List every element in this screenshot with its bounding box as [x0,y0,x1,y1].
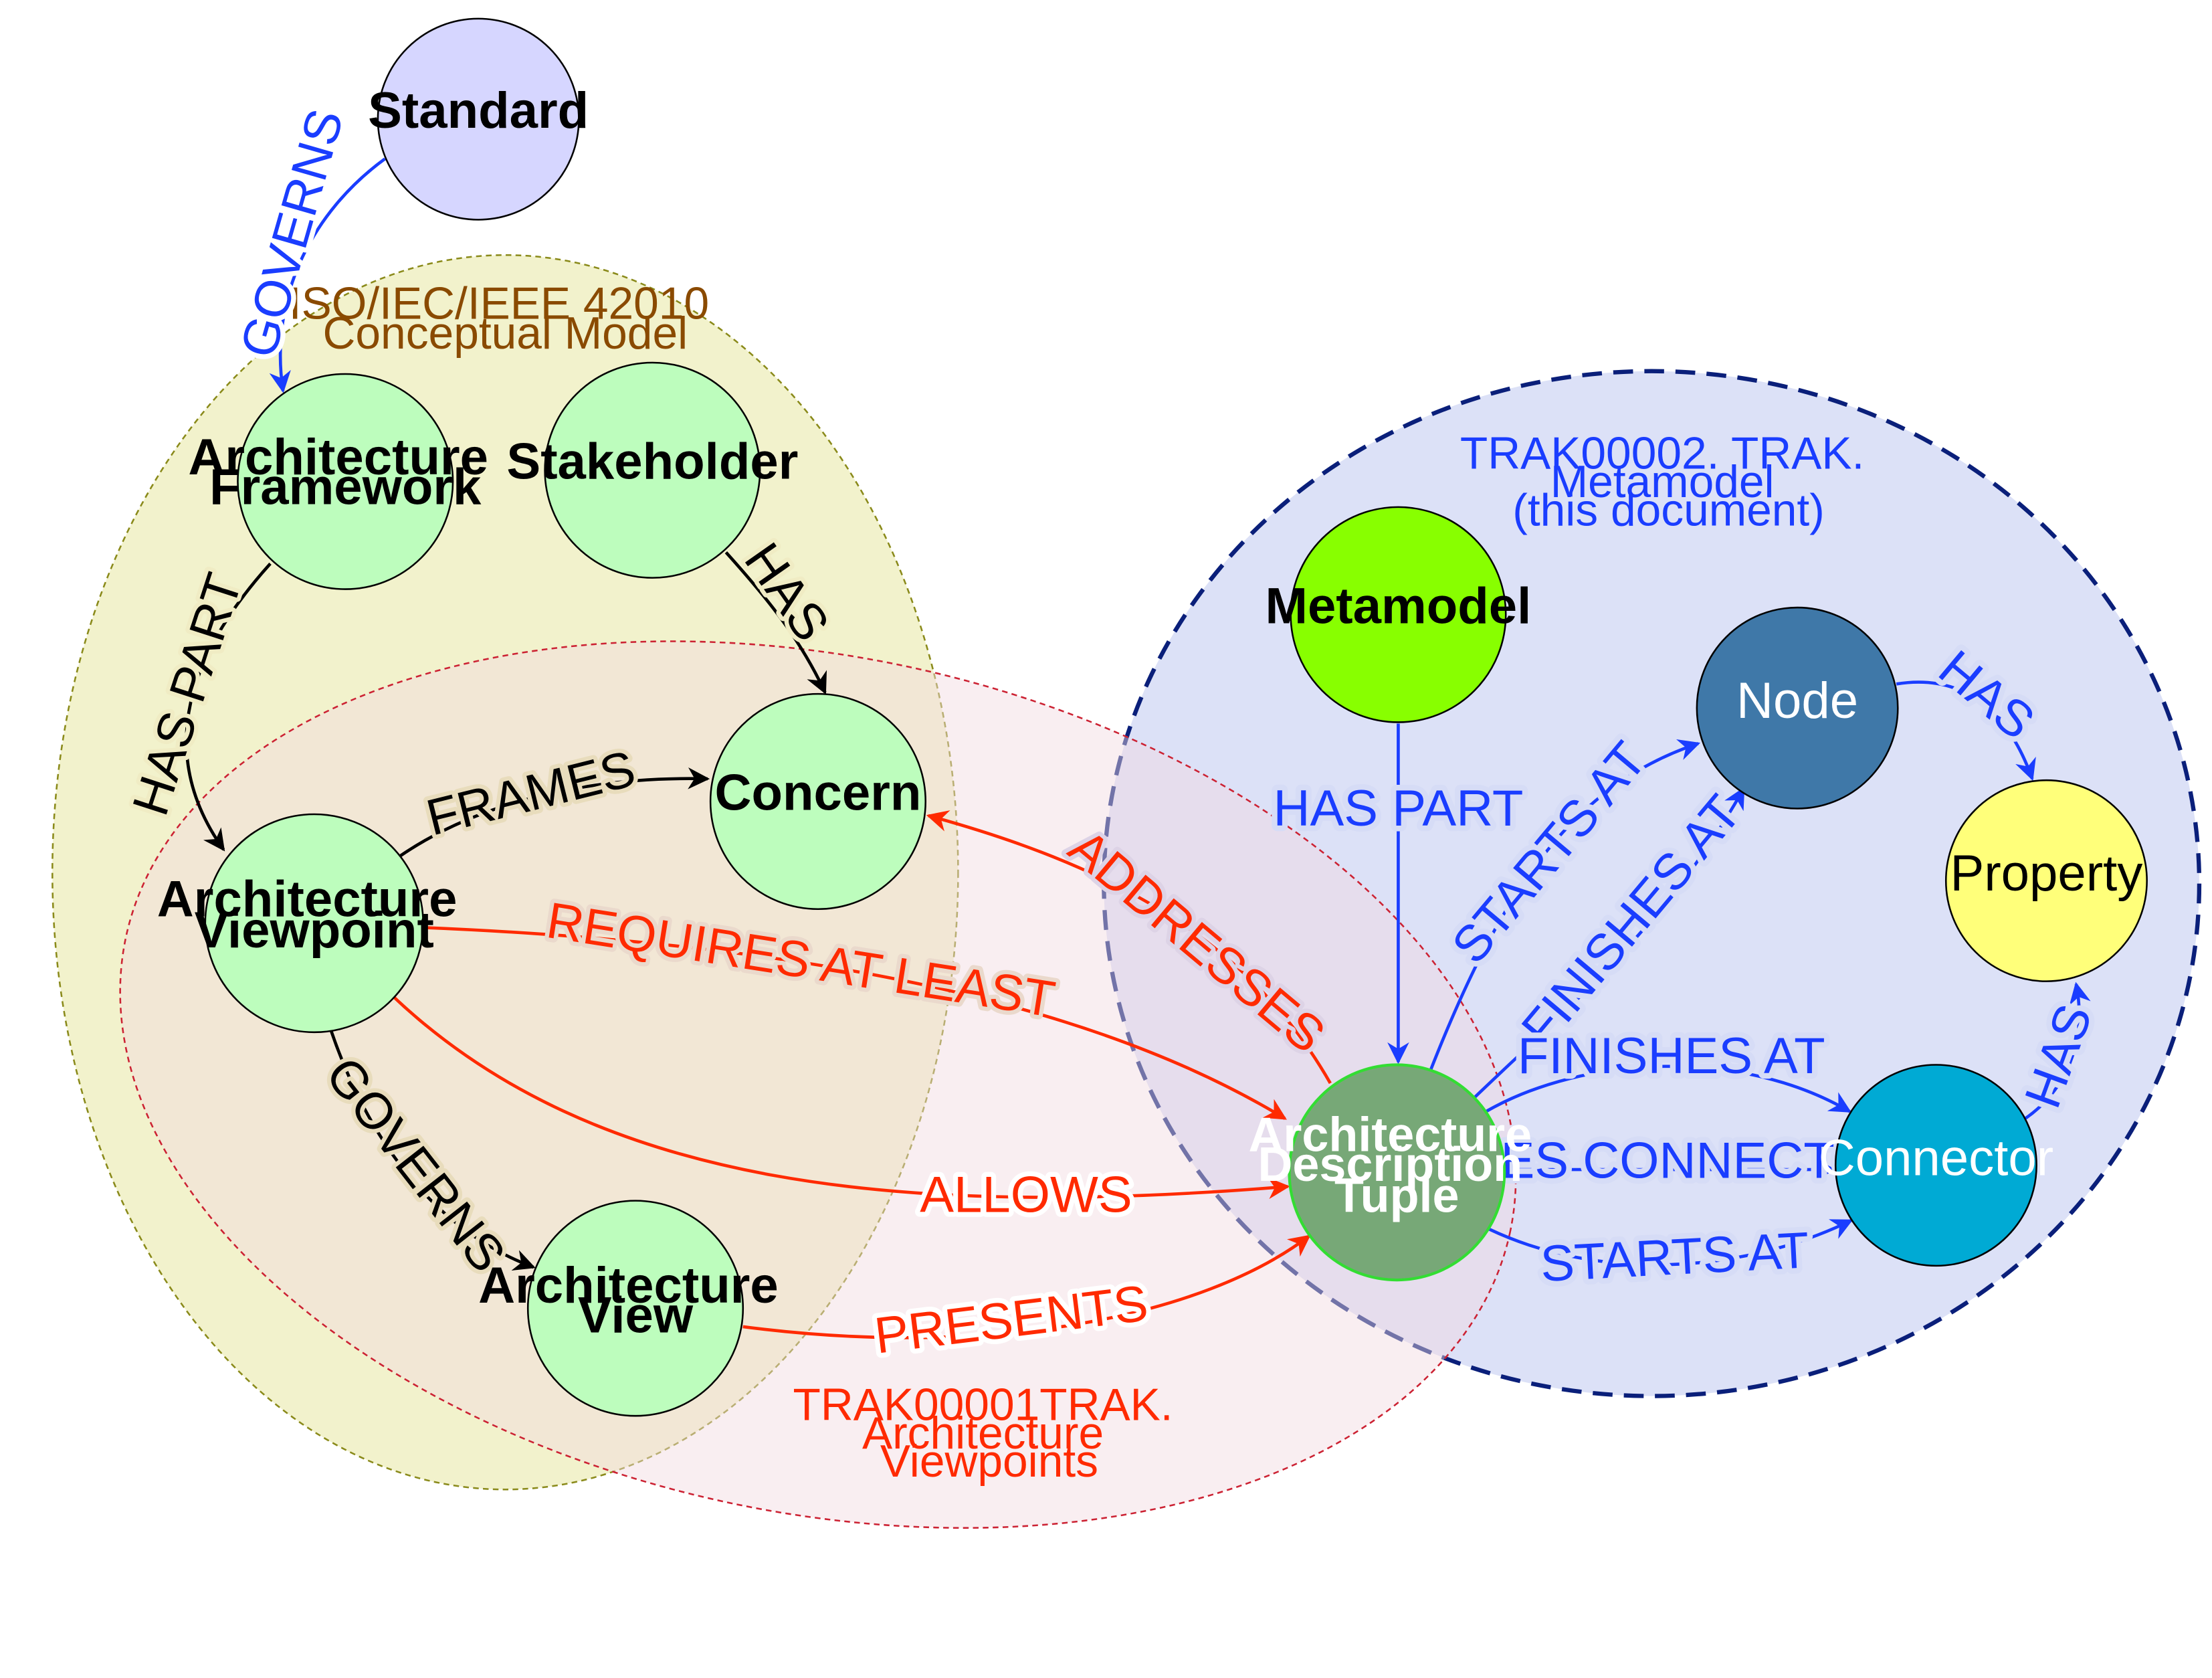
node-node-label: Node [1736,672,1858,729]
node-property[interactable]: Property [1944,779,2148,982]
trak1-region-label: TRAK00001TRAK. Architecture Viewpoints [793,1380,1186,1487]
red-edges [389,810,1332,1339]
node-architecture-framework-shape [237,373,454,590]
node-architecture-view-shape [526,1200,744,1417]
viewpoint-requires-tuple-edge [421,925,1287,1120]
iso-region-label-line-2: Conceptual Model [323,308,688,359]
node-node[interactable]: Node [1696,606,1899,810]
node-tuple-line-3: Tuple [1334,1170,1459,1223]
node-standard[interactable]: Standard [368,17,589,221]
node-architecture-viewpoint-shape [204,813,424,1034]
edge-label-allows: ALLOWS [920,1167,1132,1224]
framework-has-part-viewpoint-edge [185,562,272,852]
node-concern-shape [709,692,927,911]
trak2-region-label-line-1: TRAK00002. TRAK. [1460,429,1864,479]
trak1-region-label-line-2: Architecture [862,1408,1104,1459]
node-metamodel-shape [1290,506,1507,723]
node-metamodel-label: Metamodel [1266,577,1532,634]
node-architecture-view[interactable]: Architecture View [478,1200,793,1417]
node-property-line-1: Property [1950,845,2143,902]
node-architecture-viewpoint-label: Architecture Viewpoint [157,870,472,959]
node-architecture-framework-line-1: Architecture [188,429,488,486]
node-architecture-framework-line-2: Framework [209,459,482,516]
node-concern-line-1: Concern [714,765,921,822]
node-stakeholder-line-1: Stakeholder [506,434,798,490]
node-tuple-line-1: Architecture [1248,1109,1532,1162]
stakeholder-has-concern-edge [724,551,827,694]
node-node-shape [1696,606,1899,810]
edge-label-finishes-at-2: FINISHES AT [1518,1028,1825,1085]
black-edges [185,551,827,1271]
standard-governs-framework-edge [269,157,386,393]
node-architecture-framework-label: Architecture Framework [188,429,502,515]
connector-has-property-edge [2024,982,2091,1120]
edge-label-uses-connector: USES CONNECTOR [1430,1133,1910,1190]
tuple-starts-at-connector-edge [1488,1219,1853,1267]
node-connector-label: Connector [1819,1130,2053,1187]
node-concern[interactable]: Concern [709,692,927,911]
node-tuple-line-2: Description [1258,1138,1522,1192]
viewpoint-allows-tuple-edge [389,992,1290,1200]
node-property-label: Property [1950,845,2143,902]
iso-region-label-line-1: ISO/IEC/IEEE 42010 [289,278,709,329]
trak1-region-label-line-3: Viewpoints [880,1436,1098,1487]
node-architecture-framework[interactable]: Architecture Framework [188,373,502,590]
node-architecture-description-tuple[interactable]: Architecture Description Tuple [1248,1063,1545,1282]
node-connector-line-1: Connector [1819,1130,2053,1187]
trak2-region-label-line-2: Metamodel [1550,457,1775,507]
viewpoint-frames-concern-edge [398,767,710,858]
view-presents-tuple-edge [742,1234,1311,1339]
tuple-addresses-concern-edge [926,810,1332,1085]
iso-region-label: ISO/IEC/IEEE 42010 Conceptual Model [289,278,722,358]
edge-label-has-part-2: HAS PART [1273,780,1523,837]
node-standard-line-1: Standard [368,82,589,139]
viewpoint-governs-view-edge [329,1030,536,1271]
tuple-starts-at-node-edge [1427,739,1701,1075]
node-architecture-viewpoint[interactable]: Architecture Viewpoint [157,813,472,1034]
node-architecture-view-line-2: View [578,1287,694,1343]
node-connector-shape [1834,1064,2037,1267]
node-property-shape [1944,779,2148,982]
node-stakeholder-label: Stakeholder [506,434,798,490]
tuple-finishes-at-connector-edge [1485,1064,1852,1113]
blue-edges [269,157,2091,1267]
node-node-line-1: Node [1736,672,1858,729]
node-standard-label: Standard [368,82,589,139]
node-architecture-description-tuple-label: Architecture Description Tuple [1248,1109,1545,1223]
tuple-finishes-at-node-edge [1474,787,1745,1099]
node-architecture-description-tuple-shape [1288,1063,1506,1282]
trak2-region-label: TRAK00002. TRAK. Metamodel (this documen… [1460,429,1877,536]
node-architecture-viewpoint-line-1: Architecture [157,870,458,927]
trak00001-region [119,640,1517,1529]
node-stakeholder-shape [544,361,761,579]
trak2-region-label-line-3: (this document) [1512,485,1824,535]
node-architecture-viewpoint-line-2: Viewpoint [195,902,434,959]
trak00001-region-shape [119,640,1517,1529]
node-metamodel[interactable]: Metamodel [1266,506,1532,723]
node-concern-label: Concern [714,765,921,822]
node-metamodel-line-1: Metamodel [1266,577,1532,634]
node-connector[interactable]: Connector [1819,1064,2053,1267]
node-standard-shape [377,17,580,221]
node-has-property-edge [1896,680,2036,781]
node-architecture-view-line-1: Architecture [478,1257,779,1314]
node-stakeholder[interactable]: Stakeholder [506,361,798,579]
node-architecture-view-label: Architecture View [478,1257,793,1343]
